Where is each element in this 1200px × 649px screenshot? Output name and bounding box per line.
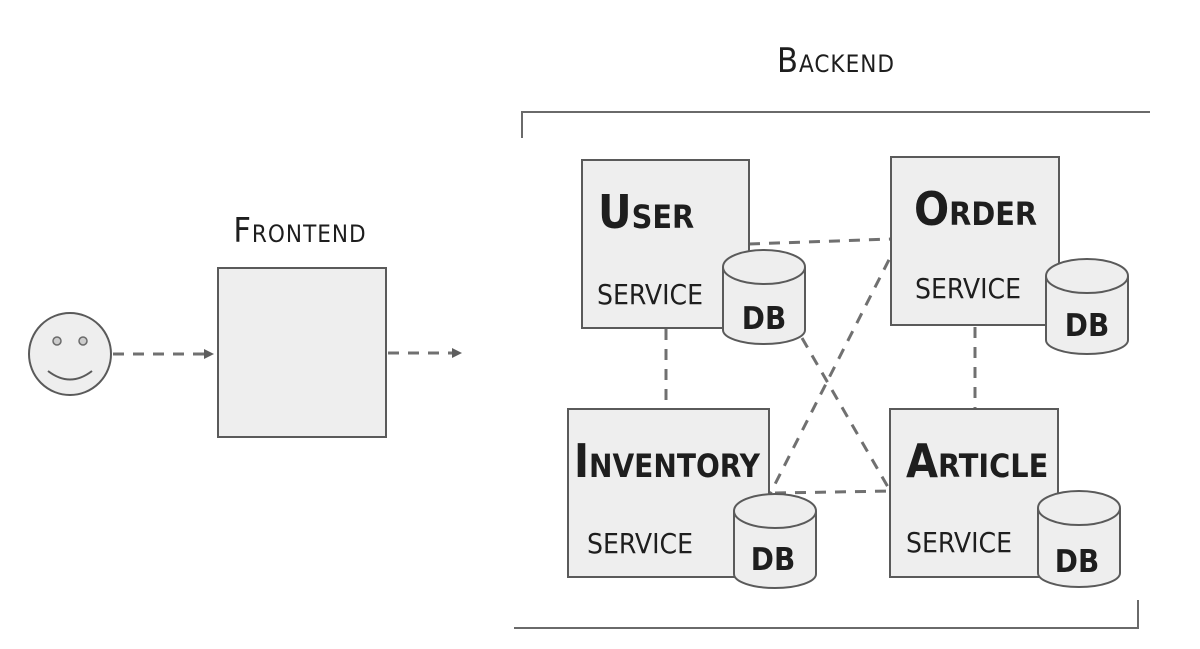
backend-frame-bottom (514, 600, 1139, 629)
backend-title: Backend (777, 41, 895, 81)
service-article-db: DB (1055, 544, 1099, 580)
service-user: User service DB (581, 159, 806, 345)
service-order-name: Order (914, 182, 1037, 236)
link-user-order (748, 237, 893, 246)
service-user-db: DB (742, 301, 786, 337)
database-icon (733, 493, 817, 589)
link-order-inventory (768, 241, 900, 495)
backend-frame (514, 111, 1150, 629)
service-user-name: User (598, 185, 694, 239)
service-user-label: service (597, 268, 703, 314)
service-inventory-label: service (587, 517, 693, 563)
service-order: Order service DB (890, 156, 1129, 355)
link-inventory-article (774, 489, 893, 495)
database-icon (1045, 258, 1129, 355)
service-article: Article service DB (889, 408, 1121, 588)
smiley-face-icon (28, 312, 112, 396)
service-article-name: Article (906, 434, 1048, 488)
frontend-box (217, 267, 387, 438)
service-article-label: service (906, 516, 1012, 562)
link-user-article (800, 337, 894, 495)
database-icon (722, 249, 806, 345)
service-inventory: Inventory service DB (567, 408, 817, 589)
service-article-box (889, 408, 1059, 578)
service-order-box (890, 156, 1060, 326)
service-inventory-name: Inventory (574, 434, 761, 488)
database-icon (1037, 490, 1121, 588)
service-order-db: DB (1065, 308, 1109, 344)
service-user-box (581, 159, 750, 329)
service-order-label: service (915, 262, 1021, 308)
service-inventory-db: DB (751, 542, 795, 578)
backend-frame-top (521, 111, 1150, 138)
service-connections (664, 237, 977, 495)
frontend-title: Frontend (233, 211, 366, 251)
